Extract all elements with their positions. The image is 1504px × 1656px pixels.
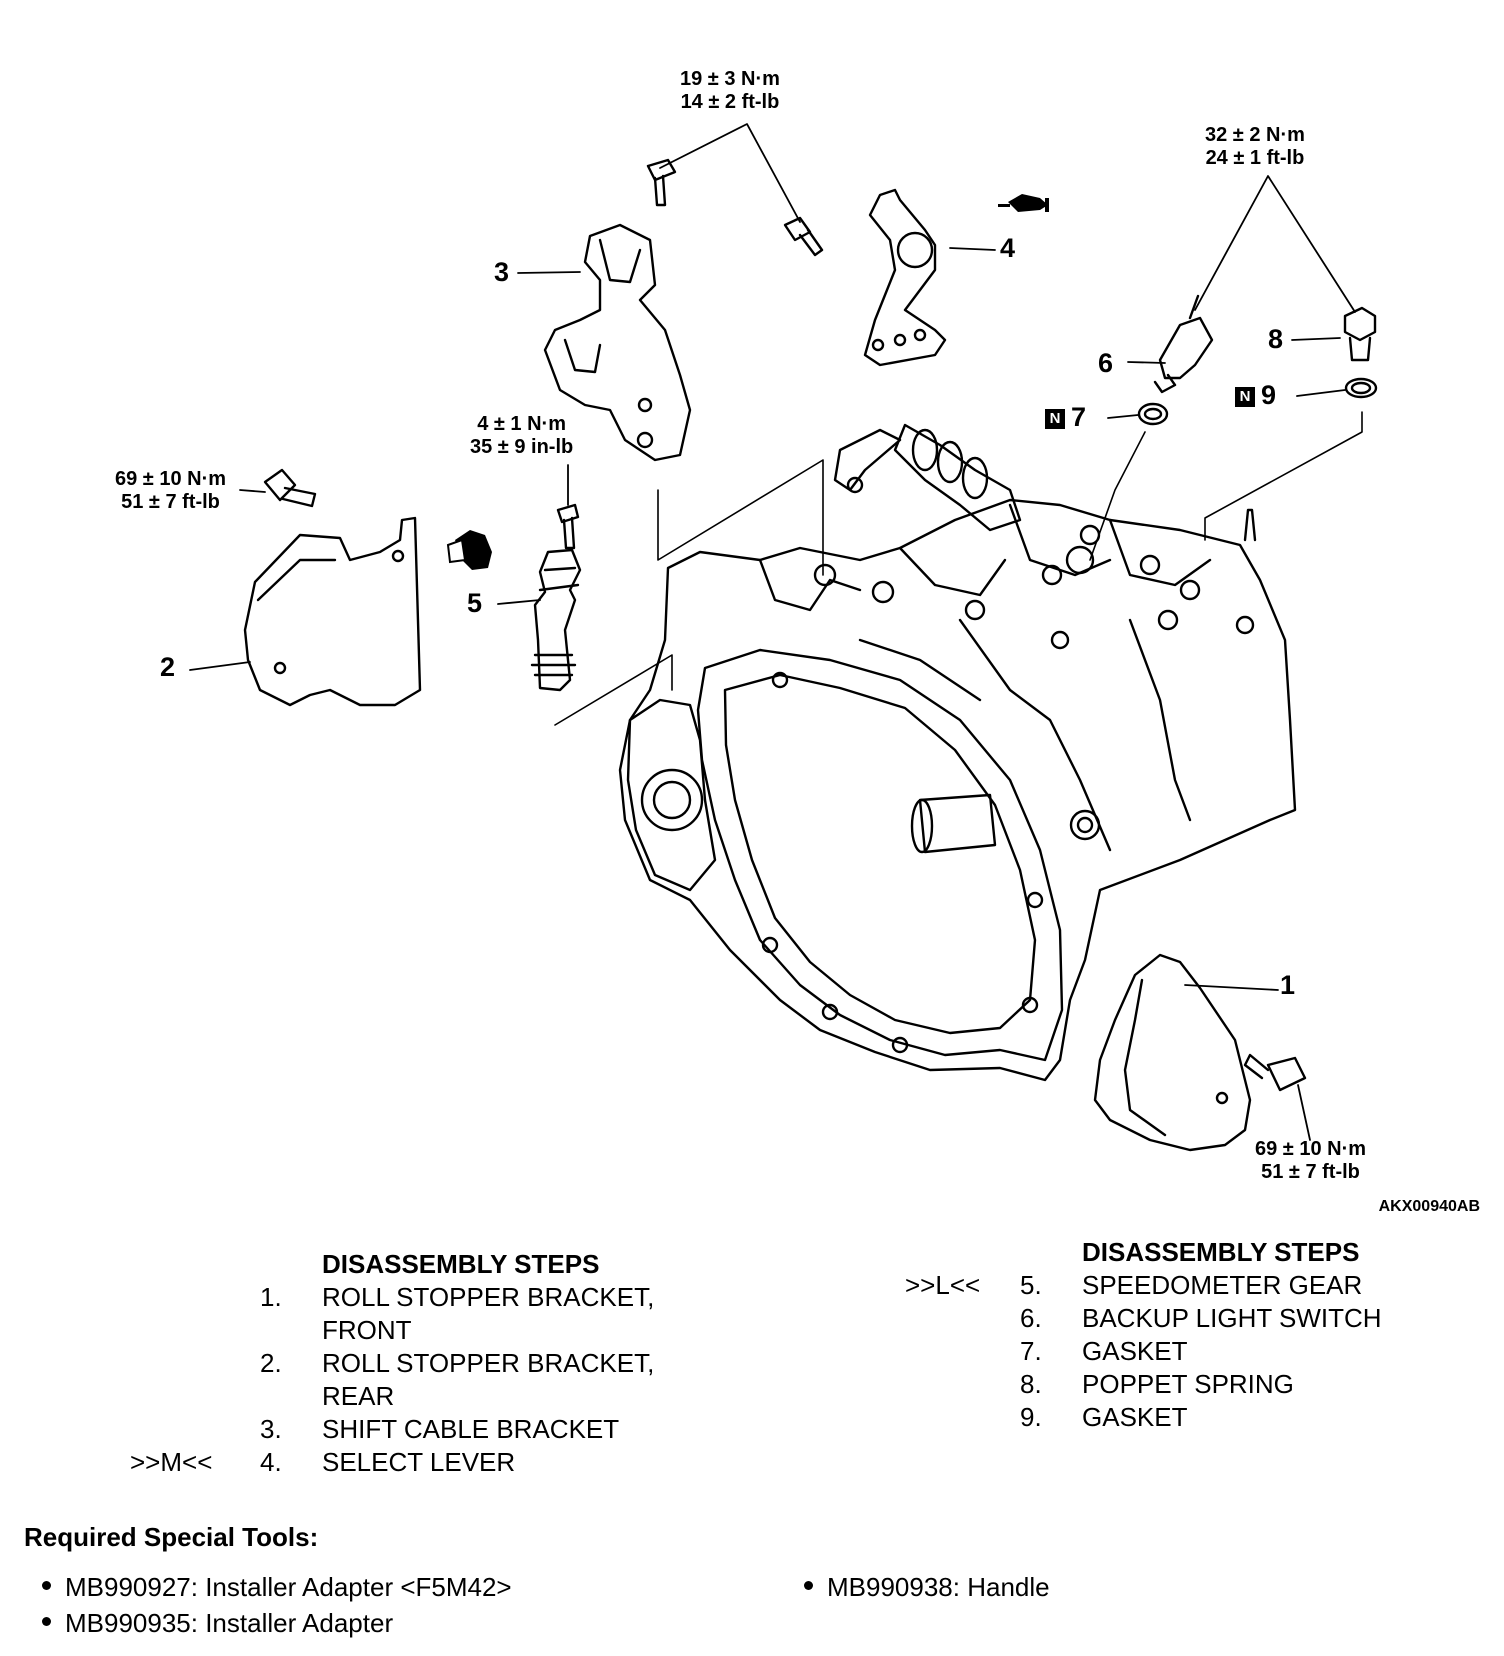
speedometer-gear — [530, 548, 582, 692]
step-text: GASKET — [1082, 1402, 1188, 1432]
torque-backup-ftlb: 24 ± 1 ft-lb — [1205, 147, 1305, 169]
backup-light-switch — [1153, 294, 1214, 394]
torque-rear-ftlb: 51 ± 7 ft-lb — [121, 491, 220, 513]
callout-3: 3 — [494, 257, 510, 287]
guide-line-shift-bracket — [657, 459, 824, 576]
step-text: SPEEDOMETER GEAR — [1082, 1270, 1363, 1300]
roll-stopper-bracket-rear — [243, 516, 422, 707]
gasket-9-inner — [1350, 381, 1372, 395]
leader-lines — [189, 123, 1356, 1141]
torque-rear-bracket: 69 ± 10 N·m 51 ± 7 ft-lb — [115, 468, 226, 514]
callout-8: 8 — [1268, 324, 1284, 354]
exploded-view-diagram — [189, 123, 1378, 1152]
step-number: 1. — [260, 1282, 282, 1312]
bullet-icon — [42, 1617, 51, 1626]
torque-top-ftlb: 14 ± 2 ft-lb — [680, 91, 780, 113]
torque-front-bracket: 69 ± 10 N·m 51 ± 7 ft-lb — [1255, 1138, 1366, 1184]
transaxle-case — [618, 423, 1297, 1082]
shift-cable-bracket — [543, 223, 692, 462]
torque-backup-nm: 32 ± 2 N·m — [1205, 124, 1305, 146]
n-nonreusable-badge: N — [1235, 387, 1255, 407]
callout-5: 5 — [467, 588, 483, 618]
select-lever — [863, 188, 947, 367]
callout-9-number: 9 — [1261, 380, 1277, 410]
torque-speedo-inlb: 35 ± 9 in-lb — [470, 436, 574, 458]
torque-speedo-nm: 4 ± 1 N·m — [477, 413, 566, 435]
step-text: SHIFT CABLE BRACKET — [322, 1414, 620, 1444]
bullet-icon — [42, 1581, 51, 1590]
bolt-speedometer — [556, 503, 580, 550]
sealant-icon — [446, 530, 492, 570]
roll-stopper-bracket-front — [1093, 953, 1252, 1152]
bullet-icon — [804, 1581, 813, 1590]
step-number: 4. — [260, 1447, 282, 1477]
tool-text: MB990927: Installer Adapter <F5M42> — [65, 1572, 512, 1602]
tool-text: MB990935: Installer Adapter — [65, 1608, 394, 1638]
gasket-7-inner — [1143, 407, 1163, 421]
n-nonreusable-badge: N — [1045, 409, 1065, 429]
step-number: 2. — [260, 1348, 282, 1378]
step-text: POPPET SPRING — [1082, 1369, 1294, 1399]
torque-rear-nm: 69 ± 10 N·m — [115, 468, 227, 490]
callout-2: 2 — [160, 652, 176, 682]
grease-icon — [998, 194, 1049, 212]
torque-backup-switch: 32 ± 2 N·m 24 ± 1 ft-lb — [1205, 124, 1305, 170]
step-text: FRONT — [322, 1315, 412, 1345]
guide-line-gasket-9 — [1204, 411, 1363, 541]
step-text: SELECT LEVER — [322, 1447, 516, 1477]
torque-top-nm: 19 ± 3 N·m — [680, 68, 780, 90]
callout-1: 1 — [1280, 970, 1296, 1000]
step-text: BACKUP LIGHT SWITCH — [1082, 1303, 1382, 1333]
bolt-top-left — [646, 158, 677, 207]
step-ref: >>L<< — [905, 1270, 981, 1300]
step-text: GASKET — [1082, 1336, 1188, 1366]
steps-left-heading: DISASSEMBLY STEPS — [322, 1249, 600, 1279]
step-number: 7. — [1020, 1336, 1042, 1366]
steps-right-heading: DISASSEMBLY STEPS — [1082, 1237, 1360, 1267]
poppet-spring-plug — [1343, 306, 1377, 362]
step-text: ROLL STOPPER BRACKET, — [322, 1282, 655, 1312]
bolt-front-bracket — [1243, 1053, 1307, 1092]
step-number: 9. — [1020, 1402, 1042, 1432]
gasket-7 — [1137, 402, 1169, 426]
tool-item: MB990935: Installer Adapter — [42, 1608, 393, 1639]
torque-top-bolts: 19 ± 3 N·m 14 ± 2 ft-lb — [680, 68, 780, 114]
step-number: 6. — [1020, 1303, 1042, 1333]
step-number: 5. — [1020, 1270, 1042, 1300]
guide-line-gasket-7 — [1089, 431, 1146, 561]
step-number: 8. — [1020, 1369, 1042, 1399]
step-ref: >>M<< — [130, 1447, 213, 1477]
torque-front-nm: 69 ± 10 N·m — [1255, 1138, 1367, 1160]
torque-speedometer: 4 ± 1 N·m 35 ± 9 in-lb — [470, 413, 573, 459]
tool-item: MB990927: Installer Adapter <F5M42> — [42, 1572, 512, 1603]
figure-id: AKX00940AB — [1378, 1198, 1480, 1215]
tool-item: MB990938: Handle — [804, 1572, 1050, 1603]
step-text: REAR — [322, 1381, 395, 1411]
tool-text: MB990938: Handle — [827, 1572, 1050, 1602]
required-tools-title: Required Special Tools: — [24, 1522, 319, 1552]
torque-front-ftlb: 51 ± 7 ft-lb — [1261, 1161, 1360, 1183]
gasket-9 — [1344, 377, 1378, 399]
step-number: 3. — [260, 1414, 282, 1444]
callout-6: 6 — [1098, 348, 1114, 378]
step-text: ROLL STOPPER BRACKET, — [322, 1348, 655, 1378]
callout-4: 4 — [1000, 233, 1016, 263]
callout-7-number: 7 — [1071, 402, 1087, 432]
bolt-top-right — [783, 216, 824, 257]
guide-line-speedometer — [554, 654, 673, 726]
bolt-rear-bracket — [263, 468, 317, 508]
